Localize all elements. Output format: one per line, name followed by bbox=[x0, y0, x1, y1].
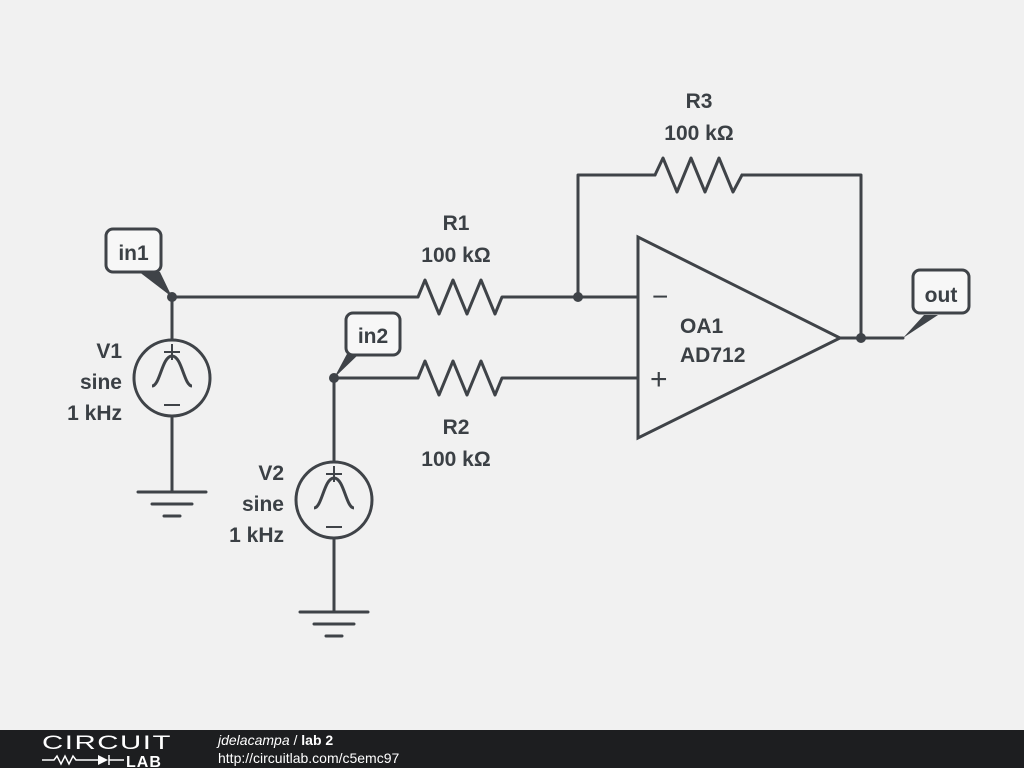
resistor-r2[interactable] bbox=[408, 359, 640, 397]
v1-name: V1 bbox=[96, 340, 122, 363]
v2-name: V2 bbox=[258, 462, 284, 485]
r2-value: 100 kΩ bbox=[421, 448, 490, 471]
footer-bar: CIRCUIT LAB jdelacampa / lab 2 http://ci… bbox=[0, 730, 1024, 768]
footer-separator: / bbox=[289, 732, 302, 748]
footer-project-path: jdelacampa / lab 2 bbox=[218, 732, 333, 748]
v2-freq: 1 kHz bbox=[229, 524, 284, 547]
footer-url-link[interactable]: http://circuitlab.com/c5emc97 bbox=[218, 750, 400, 766]
circuitlab-logo[interactable]: CIRCUIT LAB bbox=[40, 732, 180, 768]
footer-project-link[interactable]: lab 2 bbox=[301, 732, 334, 748]
junction-feedback bbox=[573, 292, 583, 302]
net-label-out-text: out bbox=[925, 284, 958, 307]
opamp-plus-sign: + bbox=[650, 363, 668, 396]
logo-lab-text: LAB bbox=[126, 754, 162, 768]
logo-diode-icon bbox=[98, 755, 108, 765]
circuit-schematic: − + OA1 AD712 in1 in2 out R3 100 kΩ R1 1… bbox=[67, 90, 971, 638]
net-label-in2-text: in2 bbox=[358, 325, 388, 348]
net-label-out[interactable]: out bbox=[903, 268, 971, 338]
junction-out bbox=[856, 333, 866, 343]
opamp-name: OA1 bbox=[680, 315, 724, 338]
wire-feedback bbox=[576, 173, 657, 299]
opamp-minus-sign: − bbox=[652, 281, 668, 312]
net-label-in2[interactable]: in2 bbox=[334, 311, 402, 378]
source-v1[interactable] bbox=[132, 338, 212, 418]
net-label-in1-text: in1 bbox=[118, 242, 149, 265]
opamp-part: AD712 bbox=[680, 344, 745, 367]
v1-freq: 1 kHz bbox=[67, 402, 122, 425]
resistor-r1[interactable] bbox=[408, 278, 580, 316]
source-v2[interactable] bbox=[294, 460, 374, 540]
opamp-oa1[interactable]: − + OA1 AD712 bbox=[636, 234, 844, 441]
v2-type: sine bbox=[242, 493, 284, 516]
r1-value: 100 kΩ bbox=[421, 244, 490, 267]
wire-feedback-out bbox=[740, 173, 863, 340]
footer-user-link[interactable]: jdelacampa bbox=[218, 732, 290, 748]
logo-circuit-text: CIRCUIT bbox=[42, 733, 172, 754]
r1-name: R1 bbox=[443, 212, 470, 235]
net-label-in1[interactable]: in1 bbox=[104, 227, 172, 297]
r3-name: R3 bbox=[686, 90, 713, 113]
r2-name: R2 bbox=[443, 416, 470, 439]
logo-resistor-icon bbox=[42, 754, 98, 766]
v1-type: sine bbox=[80, 371, 122, 394]
resistor-r3[interactable] bbox=[653, 156, 744, 194]
r3-value: 100 kΩ bbox=[664, 122, 733, 145]
